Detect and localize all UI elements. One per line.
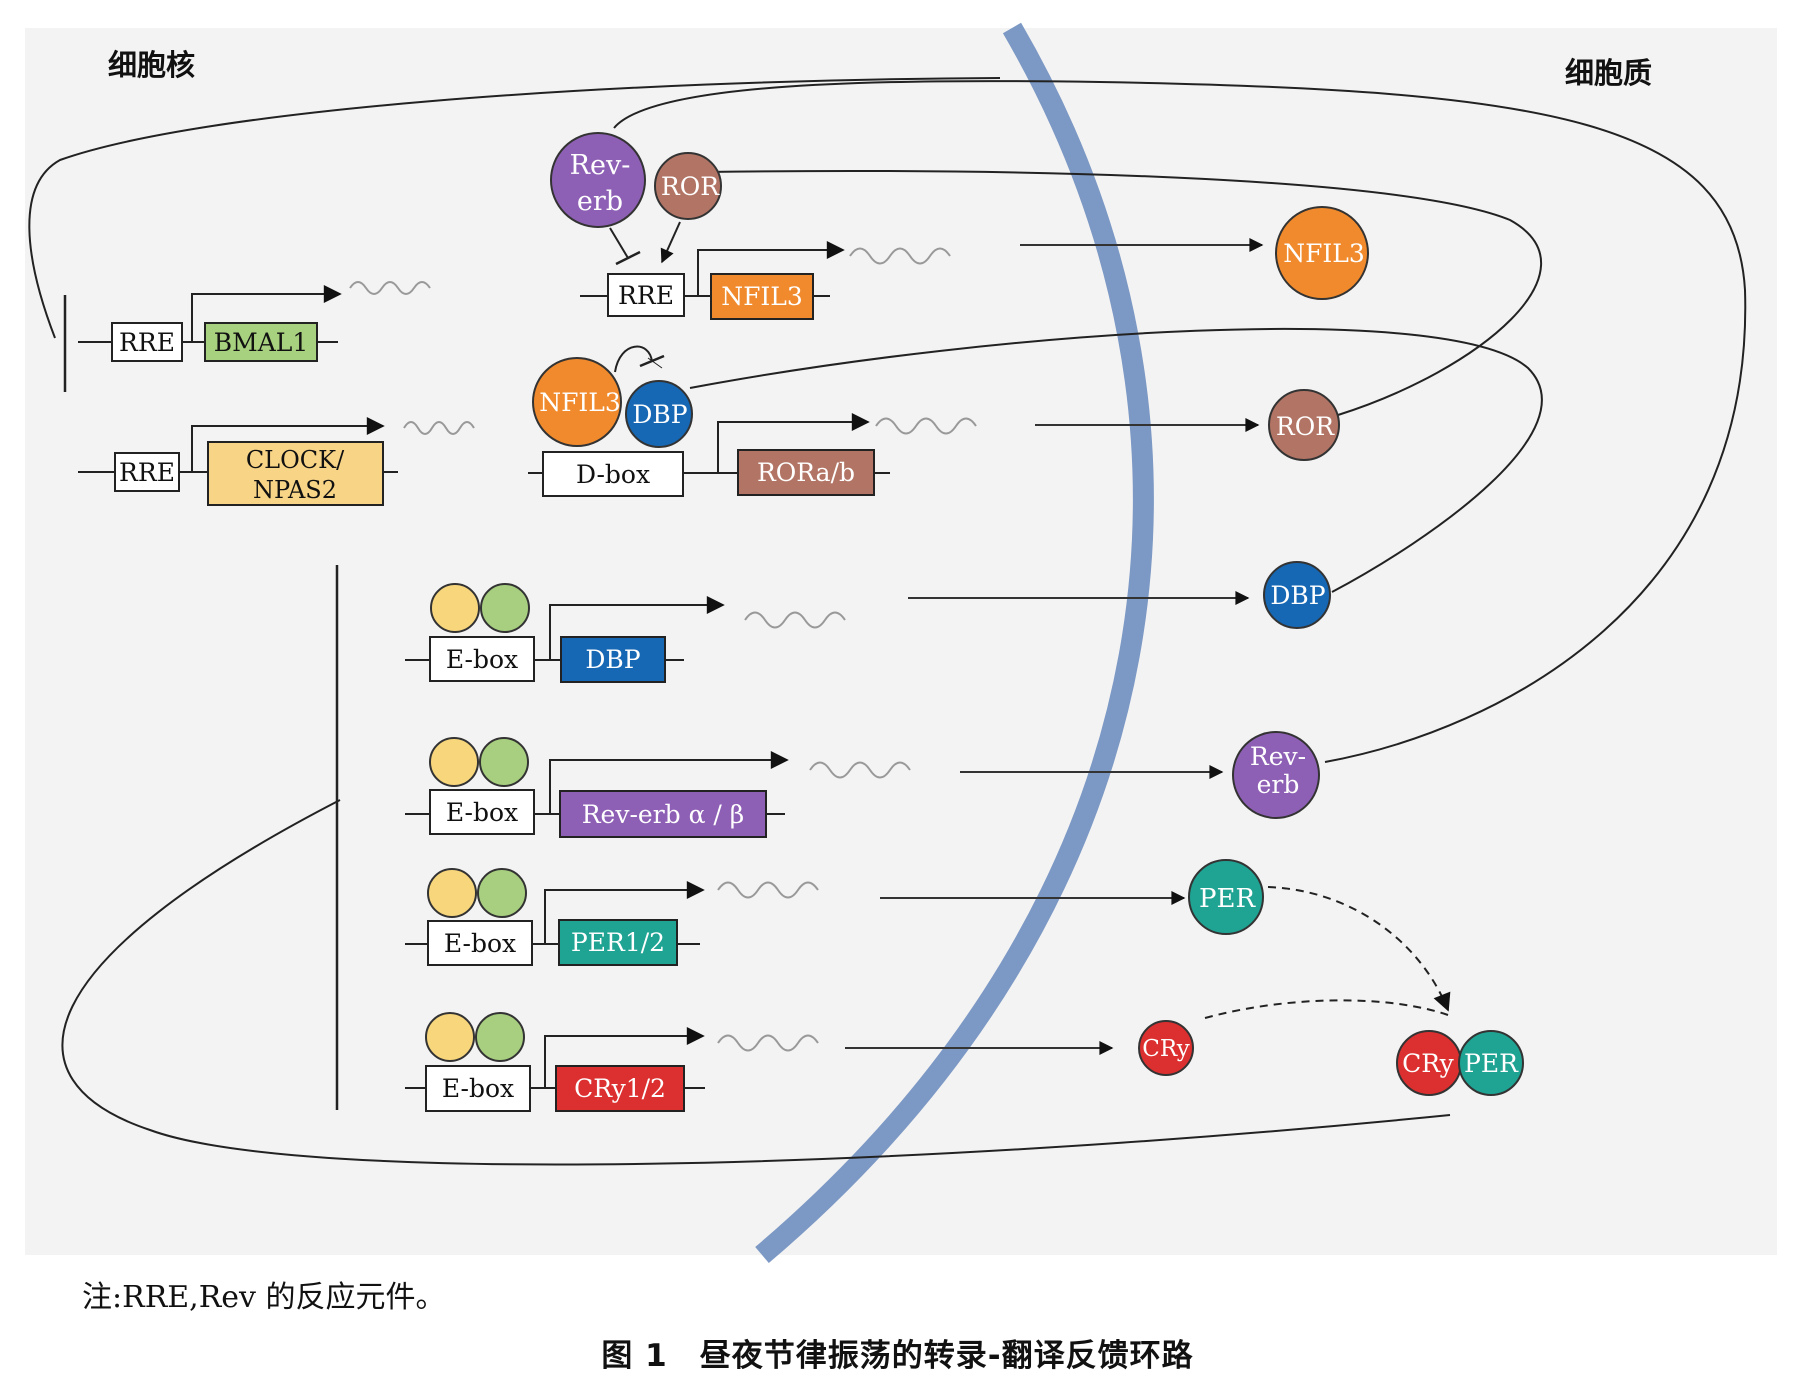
dbp-mrna [744,611,846,629]
nfil3-gene: RRE NFIL3 [580,241,951,320]
cyto-dbp-label: DBP [1270,581,1325,610]
cyto-reverb-label-2: erb [1257,770,1300,799]
cry-ebox-clock-circle [425,1012,475,1062]
cry-gene-label: CRy1/2 [574,1074,666,1103]
bound-ror-label: ROR [661,172,720,201]
dbp-gene-label: DBP [585,645,640,674]
cry-to-complex-dashed [1204,999,1449,1019]
cyto-per-label: PER [1199,884,1256,914]
nfil3-rre-box [607,273,685,317]
reverb-mrna [809,761,911,779]
cyto-reverb [1232,731,1320,819]
per-mrna [717,881,819,899]
cry-ebox-bmal1-circle [475,1012,525,1062]
rora-gene-label: RORa/b [757,458,855,487]
bmal1-rre-box [111,322,183,362]
cytoplasm-label: 细胞质 [1565,56,1652,90]
cry-ebox-label: E-box [442,1074,514,1103]
cyto-nfil3 [1275,206,1369,300]
figure-caption: 图 1 昼夜节律振荡的转录-翻译反馈环路 [601,1338,1194,1374]
bmal1-rre-label: RRE [119,328,175,357]
clock-gene-label-1: CLOCK/ [246,446,345,474]
bound-dbp [625,380,693,448]
dbp-ebox-label: E-box [446,645,518,674]
cry-ebox-box [425,1065,531,1112]
dbp-ebox-bmal1-circle [480,583,530,633]
reverb-ebox-label: E-box [446,798,518,827]
rora-gene: D-box RORa/b [528,413,977,497]
nfil3-gene-box [710,273,814,320]
cyto-cry-label: CRy [1142,1036,1190,1062]
clock-gene-label-2: NPAS2 [253,476,337,504]
rora-gene-box [737,449,875,496]
rora-dbox-box [542,451,684,497]
bound-nfil3-label: NFIL3 [539,388,621,417]
cyto-nfil3-label: NFIL3 [1283,239,1365,268]
per-ebox-bmal1-circle [477,868,527,918]
complex-cry-label: CRy [1402,1049,1455,1078]
cyto-ror [1268,389,1340,461]
bound-reverb-label-1: Rev- [570,150,631,181]
nfil3-gene-label: NFIL3 [721,282,803,311]
per-gene: E-box PER1/2 [405,868,819,966]
figure-note: 注:RRE,Rev 的反应元件。 [82,1280,446,1315]
reverb-gene-label: Rev-erb α / β [582,800,745,829]
per-ebox-label: E-box [444,929,516,958]
loop-reverb-to-nfil3-rre [613,80,1747,763]
bound-reverb-label-2: erb [577,186,623,217]
cry-gene: E-box CRy1/2 [405,1012,819,1112]
per-ebox-box [427,920,533,966]
per-gene-label: PER1/2 [571,928,665,957]
clock-rre-label: RRE [119,458,175,487]
cyto-ror-label: ROR [1276,412,1335,441]
dbp-gene: E-box DBP [405,583,846,683]
nucleus-label: 细胞核 [108,48,195,82]
per-gene-box [558,919,678,966]
bmal1-gene-label: BMAL1 [214,328,309,357]
dbp-ebox-box [429,636,535,682]
per-to-complex-dashed [1267,886,1451,1012]
circadian-diagram: 细胞核 细胞质 RRE BMAL1 RRE CLOCK/ NPAS2 Rev- … [25,22,1777,1263]
reverb-gene: E-box Rev-erb α / β [405,737,911,838]
clock-gene: RRE CLOCK/ NPAS2 [78,417,475,506]
bmal1-mrna [349,281,431,295]
nfil3-dbp-repression [614,345,653,373]
bmal1-gene: RRE BMAL1 [78,281,431,362]
nfil3-rre-label: RRE [618,281,674,310]
loop-dbp-to-nfil3 [689,327,1543,593]
rora-mrna [875,417,977,435]
loop-top-to-bmal1 [28,77,1001,339]
clock-mrna [403,421,475,435]
reverb-ebox-bmal1-circle [479,737,529,787]
bmal1-gene-box [204,322,318,362]
reverb-ebox-box [429,789,535,835]
nuclear-membrane [755,22,1154,1263]
cyto-reverb-label-1: Rev- [1250,742,1306,771]
nfil3-mrna [849,247,951,265]
complex-per [1458,1030,1524,1096]
clock-rre-box [114,452,180,492]
bound-nfil3 [532,357,622,447]
dbp-gene-box [560,636,666,683]
cyto-per [1188,859,1264,935]
clock-gene-box [207,441,384,506]
bound-reverb [550,132,646,228]
loop-cryper-to-ebox [61,799,1451,1166]
rora-dbox-label: D-box [576,460,650,489]
bound-dbp-label: DBP [632,400,687,429]
reverb-ebox-clock-circle [429,737,479,787]
per-ebox-clock-circle [427,868,477,918]
reverb-gene-box [559,790,767,838]
cyto-dbp [1263,561,1331,629]
complex-per-label: PER [1464,1049,1519,1078]
bound-ror [654,152,722,220]
cry-mrna [717,1034,819,1052]
cyto-cry [1138,1020,1194,1076]
dbp-ebox-clock-circle [430,583,480,633]
cry-gene-box [555,1065,685,1112]
